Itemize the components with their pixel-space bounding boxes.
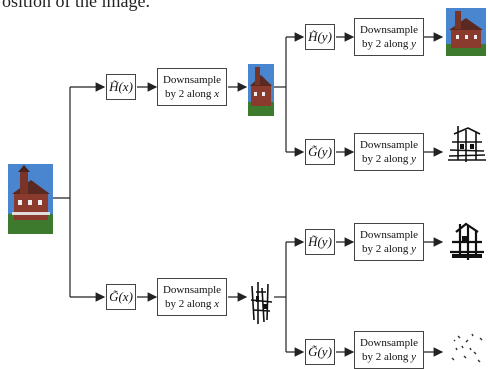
downsample-axis: by 2 along y xyxy=(361,351,417,363)
downsample-label: Downsample xyxy=(162,284,222,296)
subband-ll-image xyxy=(446,8,486,56)
downsample-label: Downsample xyxy=(162,74,222,86)
downsample-label: Downsample xyxy=(359,337,419,349)
downsample-axis: by 2 along x xyxy=(164,88,220,100)
downsample-axis: by 2 along x xyxy=(164,298,220,310)
original-image xyxy=(8,164,53,234)
downsample-axis: by 2 along y xyxy=(361,243,417,255)
filter-gx: G̃(x) xyxy=(106,284,136,310)
downsample-y-1: Downsample by 2 along y xyxy=(354,18,424,56)
downsample-axis: by 2 along y xyxy=(361,153,417,165)
downsample-y-4: Downsample by 2 along y xyxy=(354,331,424,369)
subband-lh-image xyxy=(446,120,488,168)
subband-hh-image xyxy=(446,328,488,368)
downsample-x-top: Downsample by 2 along x xyxy=(157,68,227,106)
highpass-x-image xyxy=(248,280,274,328)
subband-hl-image xyxy=(446,218,488,264)
filter-hy-bottom: H̃(y) xyxy=(305,229,335,255)
downsample-label: Downsample xyxy=(359,24,419,36)
lowpass-x-image xyxy=(248,64,274,116)
figure-caption-fragment: osition of the image. xyxy=(2,0,150,11)
downsample-x-bottom: Downsample by 2 along x xyxy=(157,278,227,316)
downsample-y-2: Downsample by 2 along y xyxy=(354,133,424,171)
downsample-label: Downsample xyxy=(359,229,419,241)
downsample-y-3: Downsample by 2 along y xyxy=(354,223,424,261)
filter-gy-top: G̃(y) xyxy=(305,139,335,165)
filter-hy-top: H̃(y) xyxy=(305,24,335,50)
downsample-axis: by 2 along y xyxy=(361,38,417,50)
filter-gy-bottom: G̃(y) xyxy=(305,339,335,365)
downsample-label: Downsample xyxy=(359,139,419,151)
filter-hx: H̃(x) xyxy=(106,74,136,100)
